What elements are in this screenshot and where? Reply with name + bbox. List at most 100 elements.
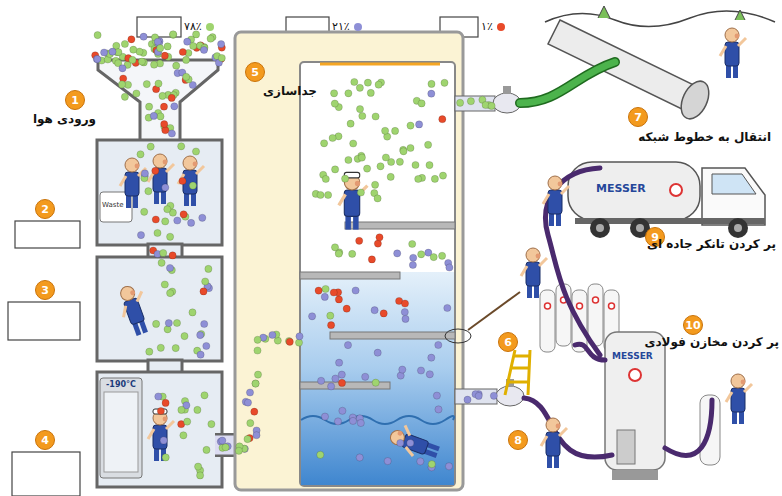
gas-molecule (189, 309, 196, 316)
valve-handle (503, 86, 511, 94)
gas-molecule (138, 58, 145, 65)
gas-molecule (141, 170, 148, 177)
callout-number: 6 (504, 337, 512, 348)
gas-molecule (109, 48, 116, 55)
gas-molecule (418, 100, 425, 107)
gas-molecule (382, 127, 389, 134)
gas-molecule (430, 254, 437, 261)
gas-molecule (286, 338, 293, 345)
worker-body (546, 432, 560, 456)
gas-molecule (410, 254, 417, 261)
gas-molecule (372, 113, 379, 120)
gas-molecule (162, 399, 169, 406)
callout-number: 10 (685, 320, 700, 331)
truck-cab (702, 168, 765, 225)
worker-head (183, 156, 197, 170)
callout-badge: 7انتقال به خطوط شبکه (628, 107, 648, 127)
stage-caption: انتقال به خطوط شبکه (638, 130, 771, 144)
gas-molecule (180, 211, 187, 218)
callout-badge: 3 (35, 280, 55, 300)
filling-hose (524, 398, 612, 457)
worker-figure (720, 28, 746, 78)
gas-molecule (173, 62, 180, 69)
gas-molecule (441, 79, 448, 86)
gas-molecule (334, 418, 341, 425)
worker-arm (539, 258, 547, 266)
worker-body (402, 433, 429, 454)
gas-molecule (169, 252, 176, 259)
worker-nose (135, 164, 140, 169)
callout-badge: 10پر کردن مخازن فولادی (683, 315, 703, 335)
gas-molecule (374, 195, 381, 202)
network-pipe (548, 20, 700, 112)
gas-molecule (222, 444, 229, 451)
gas-molecule (190, 42, 197, 49)
compressor-room (97, 257, 222, 361)
gas-molecule (218, 54, 225, 61)
column-top-trim (320, 63, 440, 66)
gas-molecule (417, 458, 424, 465)
worker-figure (541, 418, 567, 468)
gas-molecule (364, 79, 371, 86)
worker-arm (196, 166, 204, 174)
gas-molecule (367, 89, 374, 96)
gas-molecule (347, 120, 354, 127)
wheel-hub (636, 224, 644, 232)
net-handle (468, 292, 520, 330)
worker-nose (556, 424, 561, 429)
gas-molecule (161, 281, 168, 288)
gas-molecule (207, 35, 214, 42)
gas-molecule (195, 463, 202, 470)
worker-figure (387, 422, 443, 464)
gas-molecule (401, 300, 408, 307)
brand-logo (670, 184, 682, 196)
gas-molecule (189, 182, 196, 189)
gas-molecule (350, 140, 357, 147)
callout-badge: 4 (35, 430, 55, 450)
gas-molecule (141, 208, 148, 215)
gas-molecule (166, 264, 173, 271)
worker-head (125, 158, 139, 172)
gas-molecule (170, 31, 177, 38)
gas-molecule (145, 188, 152, 195)
callout-number: 3 (41, 285, 49, 296)
gas-molecule (170, 31, 177, 38)
gas-molecule (93, 56, 100, 63)
gas-molecule (119, 65, 126, 72)
legend-item: ۲۱٪ (332, 20, 362, 33)
gas-molecule (331, 244, 338, 251)
gas-molecule (396, 158, 403, 165)
stage-caption: پر کردن مخازن فولادی (644, 335, 779, 349)
gas-molecule (128, 36, 135, 43)
gas-molecule (331, 90, 338, 97)
gas-molecule (342, 175, 349, 182)
callout-badge: 2 (35, 199, 55, 219)
gas-molecule (192, 148, 199, 155)
gas-molecule (359, 112, 366, 119)
gas-molecule (343, 305, 350, 312)
gas-molecule (203, 342, 210, 349)
filter-room (97, 140, 222, 245)
worker-nose (355, 181, 360, 186)
gas-molecule (205, 265, 212, 272)
gas-molecule (364, 165, 371, 172)
gas-molecule (152, 167, 159, 174)
worker-head (546, 418, 560, 432)
legend-text: ۲۱٪ (332, 20, 350, 33)
worker-figure (339, 172, 368, 229)
catch-net (445, 329, 471, 343)
gas-molecule (372, 379, 379, 386)
gas-molecule (219, 437, 226, 444)
gas-molecule (315, 287, 322, 294)
gas-molecule (254, 371, 261, 378)
gas-molecule (338, 371, 345, 378)
worker-body (125, 172, 139, 196)
cylinder-mark (609, 303, 615, 309)
gas-molecule (146, 348, 153, 355)
gas-molecule (431, 175, 438, 182)
gas-molecule (181, 333, 188, 340)
gas-molecule (137, 232, 144, 239)
worker-figure (120, 158, 146, 208)
gas-molecule (159, 92, 166, 99)
